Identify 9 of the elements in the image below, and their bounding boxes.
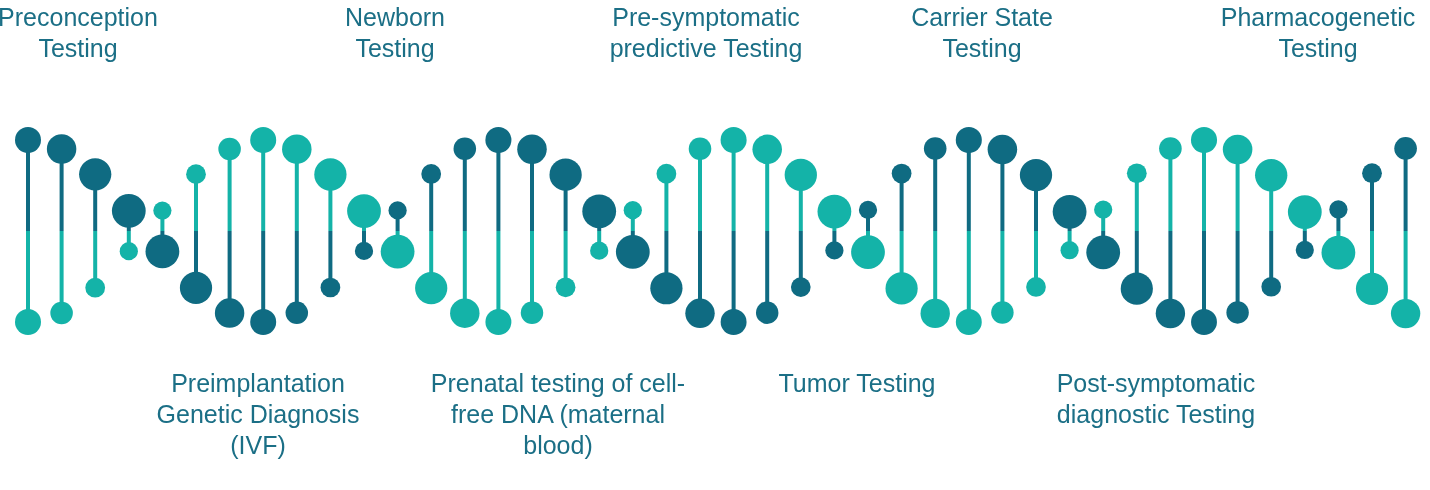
test-type-label: Carrier State Testing [910,2,1054,64]
test-type-label: Tumor Testing [778,368,936,399]
test-type-label: Post-symptomatic diagnostic Testing [1055,368,1257,430]
test-type-label: Preconception Testing [0,2,159,64]
test-type-label: Preimplantation Genetic Diagnosis (IVF) [155,368,361,461]
test-type-label: Prenatal testing of cell-free DNA (maternal blood) [429,368,687,461]
test-type-label: Pre-symptomatic predictive Testing [608,2,804,64]
test-type-label: Pharmacogenetic Testing [1219,2,1417,64]
test-type-label: Newborn Testing [343,2,447,64]
